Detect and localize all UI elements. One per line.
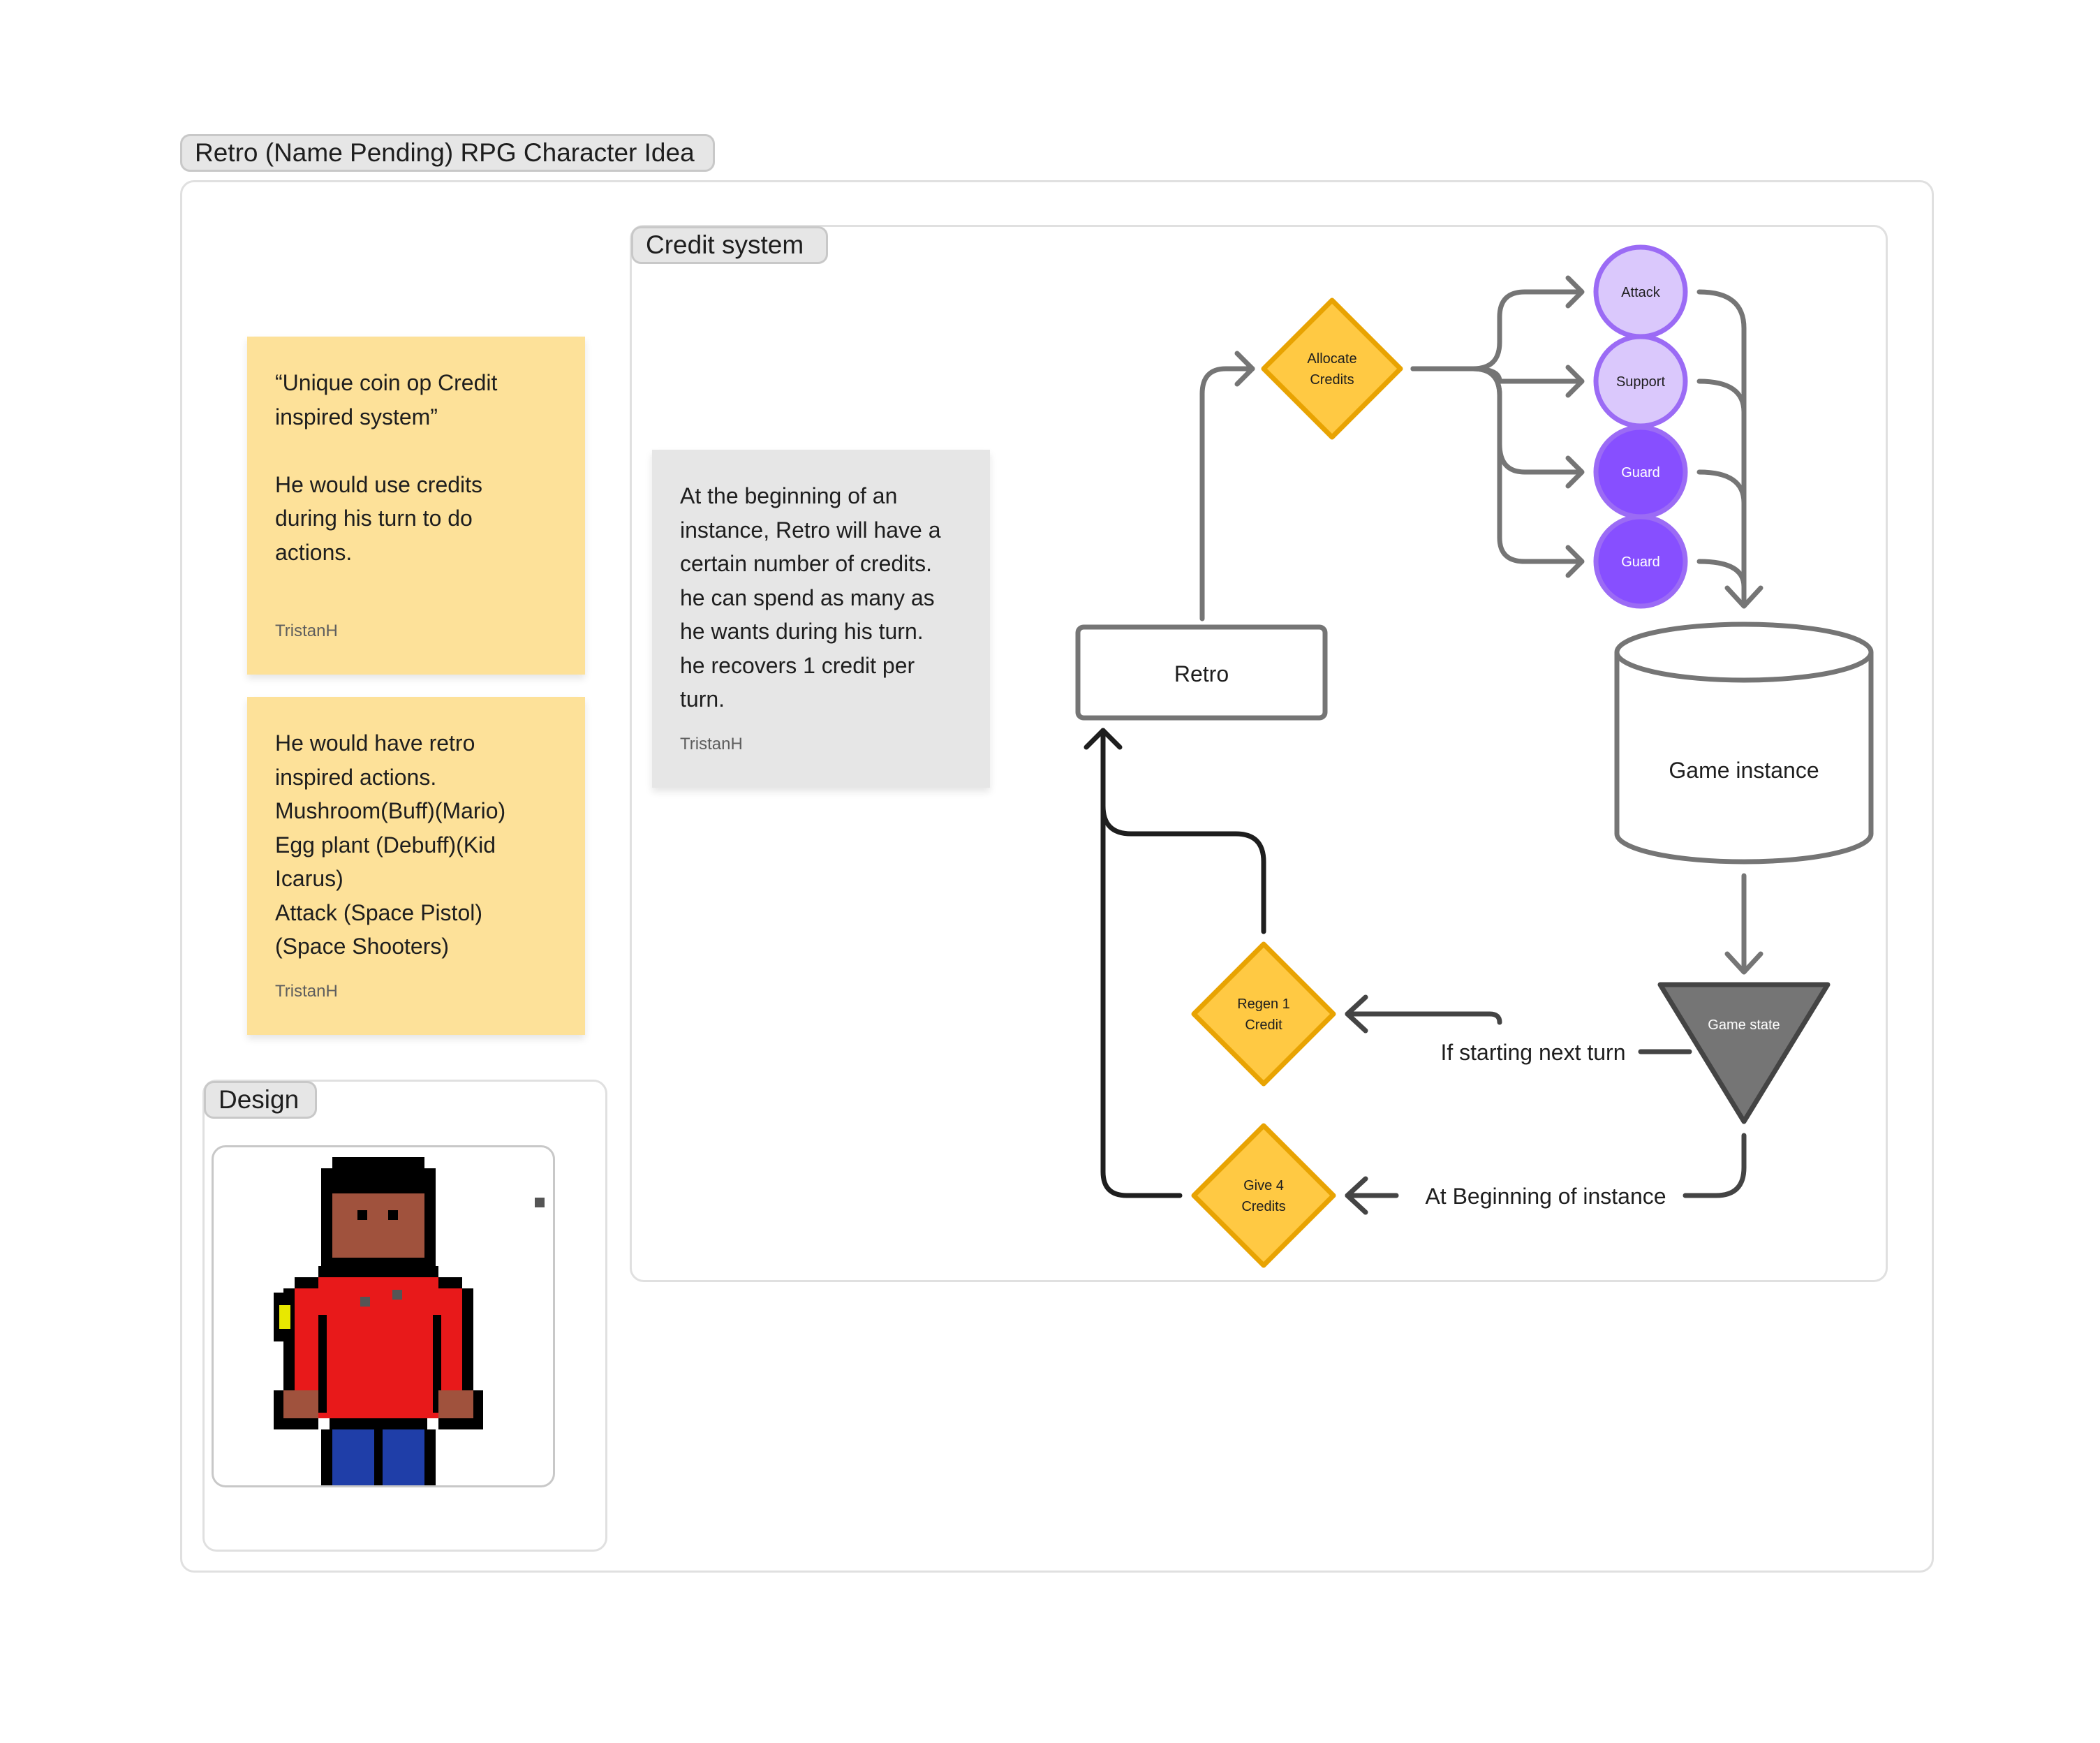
give-credits-decision[interactable]: Give 4 Credits <box>1191 1123 1336 1268</box>
allocate-credits-label-line2: Credits <box>1310 372 1354 388</box>
sticky-note-author: TristanH <box>275 981 338 1001</box>
guard-node-2[interactable]: Guard <box>1593 514 1688 609</box>
connector-support-to-instance[interactable] <box>1696 378 1747 415</box>
game-state-label: Game state <box>1708 1017 1780 1033</box>
allocate-credits-decision[interactable]: Allocate Credits <box>1261 297 1403 440</box>
give-credits-label-line2: Credits <box>1241 1199 1285 1214</box>
connector-regen-to-retro[interactable] <box>1100 728 1266 934</box>
edge-label-next-turn: If starting next turn <box>1440 1040 1625 1065</box>
sticky-note-text: He would have retro inspired actions. Mu… <box>275 730 506 959</box>
regen-credit-decision[interactable]: Regen 1 Credit <box>1191 941 1336 1087</box>
game-state-node[interactable]: Game state <box>1657 982 1831 1124</box>
support-label: Support <box>1616 374 1665 390</box>
guard-node-1[interactable]: Guard <box>1593 425 1688 520</box>
connector-give-to-retro[interactable] <box>1100 728 1183 1198</box>
guard-label-1: Guard <box>1621 465 1660 480</box>
sticky-note-author: TristanH <box>680 734 743 753</box>
design-section-label[interactable]: Design <box>204 1081 317 1119</box>
game-instance-database[interactable]: Game instance <box>1614 622 1874 865</box>
sticky-note-retro-actions[interactable]: He would have retro inspired actions. Mu… <box>247 697 585 1035</box>
design-section-label-text: Design <box>219 1085 300 1114</box>
retro-label: Retro <box>1174 661 1229 686</box>
game-instance-label: Game instance <box>1669 758 1819 783</box>
connector-allocate-to-guard2[interactable] <box>1410 366 1583 564</box>
regen-credit-label-line1: Regen 1 <box>1237 996 1290 1012</box>
give-credits-label-line1: Give 4 <box>1243 1178 1284 1193</box>
connector-attack-to-instance[interactable] <box>1696 289 1747 608</box>
sticky-note-text: “Unique coin op Credit inspired system” … <box>275 370 498 565</box>
retro-node[interactable]: Retro <box>1075 624 1328 721</box>
sticky-note-author: TristanH <box>275 621 338 640</box>
board-title-text: Retro (Name Pending) RPG Character Idea <box>195 138 695 167</box>
support-node[interactable]: Support <box>1593 334 1688 429</box>
connector-guard1-to-instance[interactable] <box>1696 469 1747 506</box>
connector-state-to-give[interactable] <box>1345 1133 1747 1198</box>
connector-guard2-to-instance[interactable] <box>1696 559 1747 589</box>
connector-state-to-regen[interactable] <box>1345 1011 1692 1054</box>
edge-label-beginning: At Beginning of instance <box>1425 1184 1666 1209</box>
guard-label-2: Guard <box>1621 554 1660 570</box>
connector-retro-to-allocate[interactable] <box>1199 366 1255 622</box>
credit-system-label-text: Credit system <box>646 230 804 259</box>
allocate-credits-label-line1: Allocate <box>1307 351 1356 367</box>
credit-system-label[interactable]: Credit system <box>631 226 828 264</box>
attack-label: Attack <box>1621 285 1661 300</box>
character-image-frame[interactable] <box>212 1145 555 1487</box>
connector-allocate-to-attack[interactable] <box>1410 289 1583 372</box>
sticky-note-coin-op[interactable]: “Unique coin op Credit inspired system” … <box>247 337 585 675</box>
regen-credit-label-line2: Credit <box>1245 1017 1282 1033</box>
sticky-note-credit-rules[interactable]: At the beginning of an instance, Retro w… <box>652 450 990 788</box>
attack-node[interactable]: Attack <box>1593 244 1688 339</box>
sticky-note-text: At the beginning of an instance, Retro w… <box>680 483 941 712</box>
board-title[interactable]: Retro (Name Pending) RPG Character Idea <box>180 134 715 172</box>
pixel-art-character-icon <box>274 1157 545 1485</box>
